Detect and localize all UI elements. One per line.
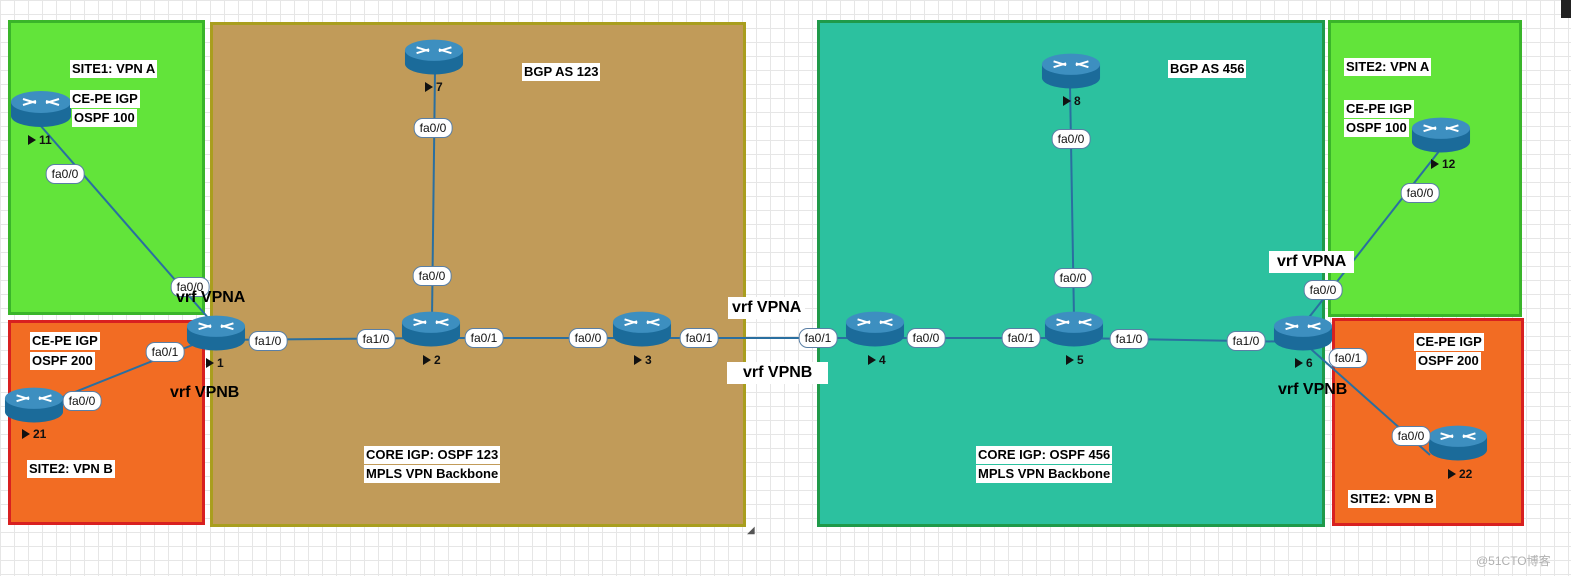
site1-vpnb-ospf-label: OSPF 200 — [30, 352, 95, 370]
iface-r11-fa00[interactable]: fa0/0 — [45, 164, 85, 184]
router-icon[interactable] — [612, 310, 672, 350]
iface-r5-fa10[interactable]: fa1/0 — [1109, 329, 1149, 349]
iface-r3-fa01[interactable]: fa0/1 — [679, 328, 719, 348]
expand-icon — [206, 358, 214, 368]
router-8-label: 8 — [1063, 94, 1081, 108]
vrf-vpna-left-label: vrf VPNA — [176, 289, 246, 306]
iface-r6-fa01[interactable]: fa0/1 — [1328, 348, 1368, 368]
router-12-label: 12 — [1431, 157, 1455, 171]
iface-r21-fa00[interactable]: fa0/0 — [62, 391, 102, 411]
iface-r2-fa00[interactable]: fa0/0 — [412, 266, 452, 286]
iface-r2-fa01[interactable]: fa0/1 — [464, 328, 504, 348]
router-icon[interactable] — [1044, 310, 1104, 350]
corner-marker — [1561, 0, 1571, 18]
expand-icon — [1431, 159, 1439, 169]
iface-r8-fa00[interactable]: fa0/0 — [1051, 129, 1091, 149]
link-r1-r2 — [214, 337, 431, 341]
vrf-vpnb-mid-label: vrf VPNB — [727, 362, 829, 384]
expand-icon — [425, 82, 433, 92]
iface-r5-fa00[interactable]: fa0/0 — [1053, 268, 1093, 288]
expand-icon — [22, 429, 30, 439]
expand-icon — [634, 355, 642, 365]
as123-core-zone — [210, 22, 746, 527]
router-icon[interactable] — [4, 386, 64, 426]
site1-ospf-label: OSPF 100 — [72, 109, 137, 127]
router-icon[interactable] — [1411, 116, 1471, 156]
expand-icon — [1448, 469, 1456, 479]
iface-r1-fa00[interactable]: fa0/0 — [170, 277, 210, 297]
site2-vpnb-cepe-igp-label: CE-PE IGP — [1414, 333, 1484, 351]
site1-vpna-label: SITE1: VPN A — [70, 60, 158, 78]
site2-vpnb-left-label: SITE2: VPN B — [27, 460, 115, 478]
router-icon[interactable] — [1428, 424, 1488, 464]
bgp-as456-label: BGP AS 456 — [1168, 60, 1247, 78]
expand-icon — [1295, 358, 1303, 368]
router-icon[interactable] — [404, 38, 464, 78]
router-5-label: 5 — [1066, 353, 1084, 367]
expand-icon — [423, 355, 431, 365]
watermark: @51CTO博客 — [1476, 554, 1551, 568]
vrf-vpna-right-label: vrf VPNA — [1269, 251, 1355, 273]
iface-r2-fa10[interactable]: fa1/0 — [356, 329, 396, 349]
core-igp-456-label: CORE IGP: OSPF 456 — [976, 446, 1113, 464]
mpls-backbone-left-label: MPLS VPN Backbone — [364, 465, 501, 483]
router-icon[interactable] — [845, 310, 905, 350]
vrf-vpna-mid-label: vrf VPNA — [728, 297, 806, 319]
iface-r7-fa00[interactable]: fa0/0 — [413, 118, 453, 138]
iface-r4-fa00[interactable]: fa0/0 — [906, 328, 946, 348]
iface-r5-fa01[interactable]: fa0/1 — [1001, 328, 1041, 348]
iface-r22-fa00[interactable]: fa0/0 — [1391, 426, 1431, 446]
site2-vpnb-ospf-label: OSPF 200 — [1416, 352, 1481, 370]
router-2-label: 2 — [423, 353, 441, 367]
site1-cepe-igp-label: CE-PE IGP — [70, 90, 140, 108]
router-11-label: 11 — [28, 133, 52, 147]
expand-icon — [868, 355, 876, 365]
iface-r3-fa00[interactable]: fa0/0 — [568, 328, 608, 348]
site2-ospf-label: OSPF 100 — [1344, 119, 1409, 137]
router-icon[interactable] — [1273, 314, 1333, 354]
router-22-label: 22 — [1448, 467, 1472, 481]
router-1-label: 1 — [206, 356, 224, 370]
router-icon[interactable] — [186, 314, 246, 354]
vrf-vpnb-left-label: vrf VPNB — [170, 384, 240, 401]
resize-handle-icon[interactable]: ◢ — [747, 525, 755, 536]
iface-r12-fa00[interactable]: fa0/0 — [1400, 183, 1440, 203]
router-icon[interactable] — [10, 90, 72, 130]
mpls-backbone-right-label: MPLS VPN Backbone — [976, 465, 1113, 483]
router-6-label: 6 — [1295, 356, 1313, 370]
iface-r6-fa00[interactable]: fa0/0 — [1303, 280, 1343, 300]
iface-r4-fa01[interactable]: fa0/1 — [798, 328, 838, 348]
router-3-label: 3 — [634, 353, 652, 367]
router-21-label: 21 — [22, 427, 46, 441]
vrf-vpnb-right-label: vrf VPNB — [1278, 381, 1348, 398]
site1-vpnb-cepe-igp-label: CE-PE IGP — [30, 332, 100, 350]
router-icon[interactable] — [1041, 52, 1101, 92]
site2-vpnb-right-label: SITE2: VPN B — [1348, 490, 1436, 508]
site2-cepe-igp-label: CE-PE IGP — [1344, 100, 1414, 118]
router-icon[interactable] — [401, 310, 461, 350]
site2-vpna-label: SITE2: VPN A — [1344, 58, 1432, 76]
expand-icon — [28, 135, 36, 145]
core-igp-123-label: CORE IGP: OSPF 123 — [364, 446, 501, 464]
expand-icon — [1066, 355, 1074, 365]
router-4-label: 4 — [868, 353, 886, 367]
iface-r1-fa10[interactable]: fa1/0 — [248, 331, 288, 351]
iface-r1-fa01[interactable]: fa0/1 — [145, 342, 185, 362]
expand-icon — [1063, 96, 1071, 106]
router-7-label: 7 — [425, 80, 443, 94]
iface-r6-fa10[interactable]: fa1/0 — [1226, 331, 1266, 351]
bgp-as123-label: BGP AS 123 — [522, 63, 601, 81]
